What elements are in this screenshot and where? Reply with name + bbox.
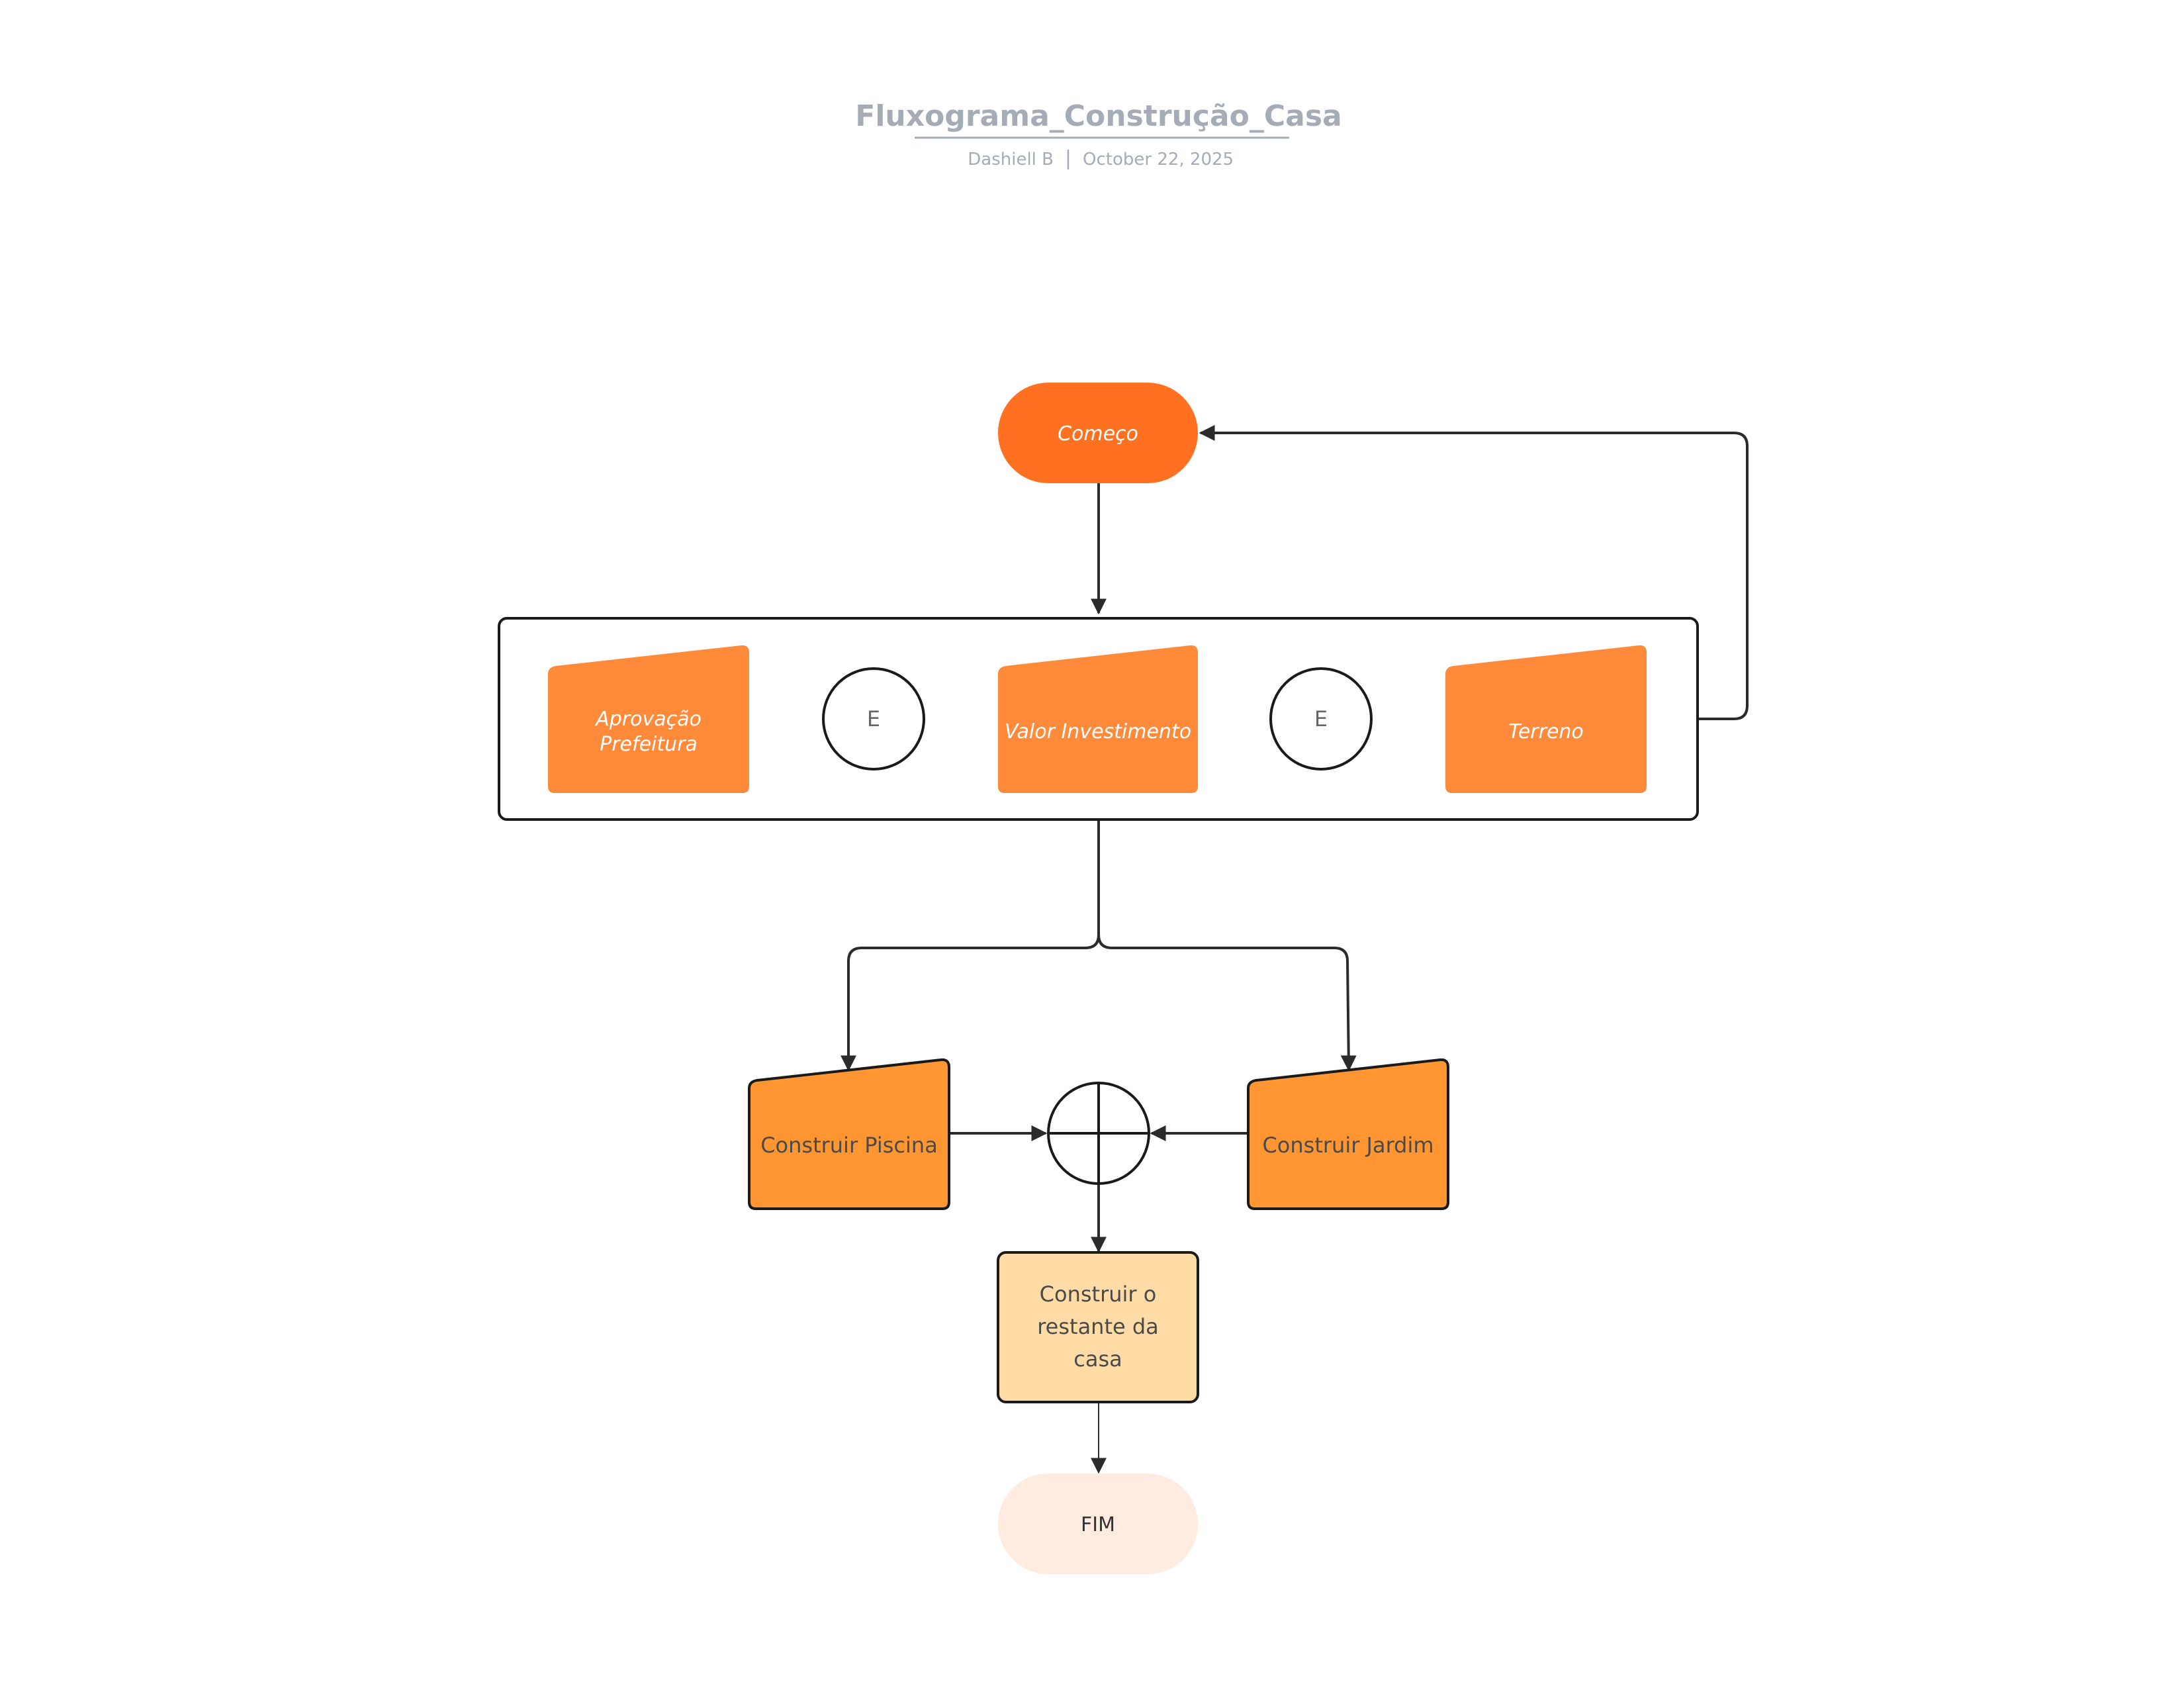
land-label: Terreno [1508, 720, 1584, 743]
approval-node[interactable]: Aprovação Prefeitura [548, 645, 749, 793]
investment-shape [998, 645, 1198, 793]
merge-node[interactable] [1047, 1082, 1150, 1185]
garden-node[interactable]: Construir Jardim [1247, 1058, 1449, 1210]
rest-label-line1: Construir o [1040, 1282, 1157, 1307]
end-node[interactable]: FIM [998, 1474, 1198, 1574]
rest-shape [997, 1251, 1199, 1403]
start-node[interactable]: Começo [998, 383, 1198, 483]
pool-shape [748, 1058, 950, 1210]
garden-shape [1247, 1058, 1449, 1210]
start-shape [998, 383, 1198, 483]
approval-shape [548, 645, 749, 793]
investment-node[interactable]: Valor Investimento [998, 645, 1198, 793]
rest-label-line3: casa [1073, 1346, 1122, 1372]
rest-node[interactable]: Construir o restante da casa [997, 1251, 1199, 1403]
land-node[interactable]: Terreno [1445, 645, 1647, 793]
pool-label: Construir Piscina [760, 1133, 938, 1158]
approval-label-line2: Prefeitura [600, 733, 698, 756]
investment-label: Valor Investimento [1005, 720, 1191, 743]
author-label: Dashiell B [968, 150, 1054, 169]
edge-group-to-pool [841, 820, 1100, 1072]
approval-label-line1: Aprovação [594, 708, 702, 731]
start-label: Começo [1058, 422, 1138, 445]
and-right-label: E [1314, 706, 1328, 731]
end-shape [998, 1474, 1198, 1574]
land-shape [1445, 645, 1647, 793]
page-title: Fluxograma_Construção_Casa [855, 99, 1342, 133]
and-right-node[interactable]: E [1269, 667, 1373, 771]
date-label: October 22, 2025 [1083, 150, 1234, 169]
connectors [749, 425, 1749, 1474]
edge-group-loop-to-start [1199, 425, 1749, 720]
garden-label: Construir Jardim [1262, 1133, 1433, 1158]
and-left-shape [822, 667, 925, 771]
and-left-label: E [867, 706, 880, 731]
rest-label-line2: restante da [1037, 1314, 1159, 1339]
pool-node[interactable]: Construir Piscina [748, 1058, 950, 1210]
end-label: FIM [1081, 1513, 1115, 1536]
and-left-node[interactable]: E [822, 667, 925, 771]
document-header: Fluxograma_Construção_Casa Dashiell B Oc… [855, 99, 1342, 169]
and-right-shape [1269, 667, 1373, 771]
edge-group-to-garden [1097, 934, 1357, 1072]
